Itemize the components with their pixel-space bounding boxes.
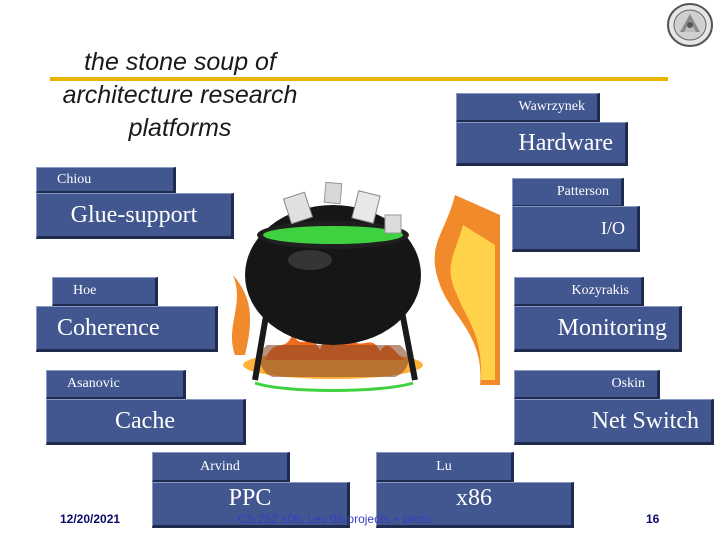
hardware-label: Hardware bbox=[456, 122, 628, 166]
arvind-label: Arvind bbox=[152, 452, 290, 483]
io-label: I/O bbox=[512, 206, 640, 252]
cauldron-over-fire-icon bbox=[232, 181, 500, 392]
kozyrakis-label: Kozyrakis bbox=[514, 277, 644, 307]
title-line-3: platforms bbox=[128, 114, 232, 142]
monitoring-label: Monitoring bbox=[514, 306, 682, 352]
ppc-label: PPC bbox=[152, 482, 350, 528]
wawrzynek-label: Wawrzynek bbox=[456, 93, 600, 123]
oskin-label: Oskin bbox=[514, 370, 660, 400]
page-number: 16 bbox=[646, 512, 660, 526]
chiou-label: Chiou bbox=[36, 167, 176, 194]
cache-label: Cache bbox=[46, 399, 246, 445]
glue-support-label: Glue-support bbox=[36, 193, 234, 239]
title-line-2: architecture research bbox=[62, 81, 298, 109]
net-switch-label: Net Switch bbox=[514, 399, 714, 445]
coherence-label: Coherence bbox=[36, 306, 218, 352]
title-divider bbox=[50, 77, 668, 81]
patterson-label: Patterson bbox=[512, 178, 624, 208]
slide-title: the stone soup of architecture research … bbox=[30, 46, 330, 145]
x86-label: x86 bbox=[376, 482, 574, 528]
university-seal-icon bbox=[667, 3, 713, 47]
slide-date: 12/20/2021 bbox=[60, 512, 121, 526]
hoe-label: Hoe bbox=[52, 277, 158, 307]
title-line-1: the stone soup of bbox=[84, 48, 276, 76]
lu-label: Lu bbox=[376, 452, 514, 483]
asanovic-label: Asanovic bbox=[46, 370, 186, 400]
slide-footer: CS 252 s06, Lec 05-projects + proto bbox=[238, 512, 431, 526]
